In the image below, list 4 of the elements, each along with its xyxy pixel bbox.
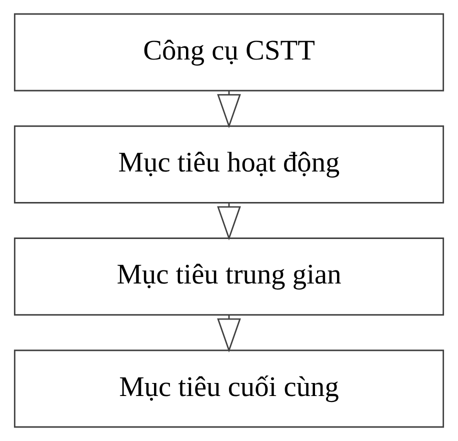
- node-box: Mục tiêu hoạt động: [14, 125, 444, 204]
- node-box: Công cụ CSTT: [14, 13, 444, 92]
- node-box: Mục tiêu cuối cùng: [14, 350, 444, 428]
- node-box: Mục tiêu trung gian: [14, 238, 444, 316]
